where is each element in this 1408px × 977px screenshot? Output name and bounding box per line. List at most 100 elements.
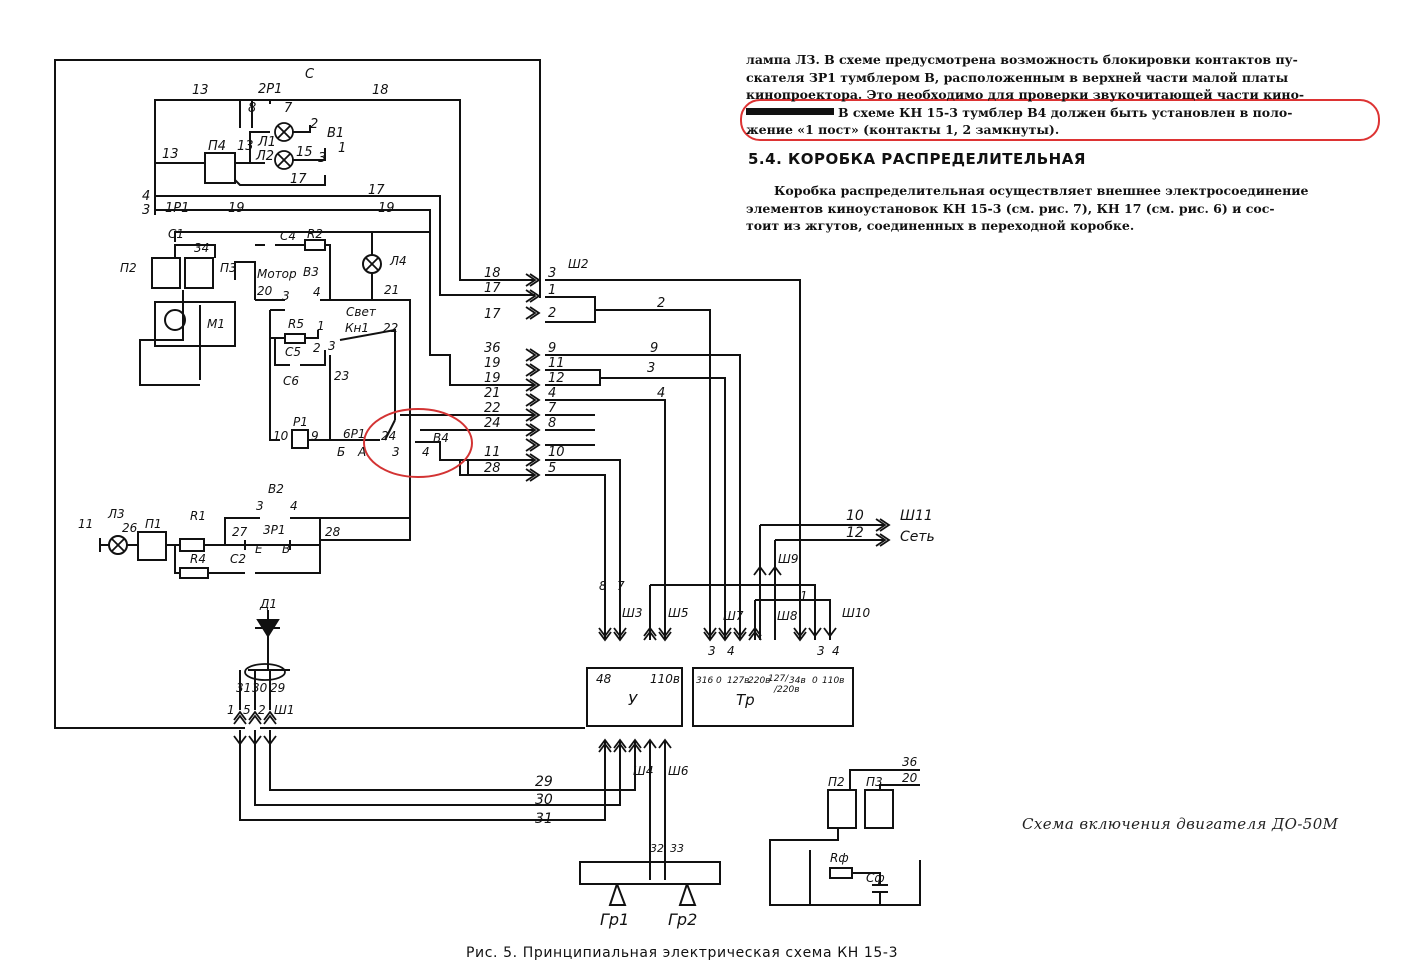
bottom-33: 33 [670,842,684,855]
tr-127: 127в [727,676,749,686]
label-d1: Д1 [259,597,277,611]
label-m1: М1 [207,317,225,331]
w2-left-3: 36 [484,341,501,356]
w2-left-2: 17 [484,307,501,322]
label-c5: С5 [285,345,301,359]
out-sh5: Ш5 [668,606,688,620]
figure-caption: Рис. 5. Принципиальная электрическая схе… [466,945,899,961]
para1-line-1: скателя ЗР1 тумблером В, расположенным в… [746,69,1289,85]
label-e: Е [255,542,263,556]
label-kn1-2: 2 [313,341,321,355]
label-7: 7 [284,101,293,116]
para2-line-2: тоит из жгутов, соединенных в переходной… [746,218,1135,233]
label-c: С [305,67,315,82]
w2-right-10: 5 [548,461,556,476]
label-svet: Свет [346,305,377,319]
out-1: 1 [800,589,808,603]
w2-left-1: 17 [484,281,501,296]
out-set: Сеть [900,529,935,545]
para1-line-0: лампа ЛЗ. В схеме предусмотрена возможно… [746,52,1298,67]
label-23: 23 [334,369,349,383]
motor-p2: П2 [828,775,845,789]
label-19b: 19 [378,201,395,216]
label-17b: 17 [368,183,385,198]
block-u-sh4: Ш4 [633,764,653,778]
motor-rf: Rф [830,851,849,865]
label-r1: R1 [190,509,206,523]
label-13a: 13 [162,147,179,162]
label-13b: 13 [237,139,254,154]
label-sh1-5: 5 [243,703,251,717]
section-heading: 5.4. КОРОБКА РАСПРЕДЕЛИТЕЛЬНАЯ [748,150,1086,168]
motor-cf: Сф [866,871,885,885]
trunk-9: 9 [650,341,658,356]
speaker-gr1: Гр1 [600,910,629,929]
out-12: 12 [846,525,864,541]
motor-20: 20 [902,771,918,785]
out-sh3: Ш3 [622,606,642,620]
trunk-2: 2 [657,296,665,311]
label-8: 8 [248,101,256,116]
label-1p1: 1Р1 [165,201,189,216]
motor-diagram-caption: Схема включения двигателя ДО-50М [1022,815,1339,833]
label-b1-1: 1 [338,141,346,156]
para1-line-2: кинопроектора. Это необходимо для провер… [746,87,1305,102]
motor-p3: П3 [866,775,883,789]
w2-right-0: 3 [548,266,556,281]
w2-right-2: 2 [548,306,556,321]
label-b3-4: 4 [313,285,321,299]
label-l1: Л1 [257,135,276,150]
label-b2-4: 4 [290,499,298,513]
out-7: 7 [617,579,625,593]
label-b: Б [337,445,345,459]
tr-316: 316 [696,676,713,686]
label-b4-4: 4 [422,445,430,459]
bottom-32: 32 [650,842,664,855]
label-c6: С6 [283,374,299,388]
tr-0b: 0 [812,676,818,686]
tr-3a: 3 [708,644,716,658]
highlight-ellipse-b4 [363,408,473,478]
label-b1: В1 [327,126,344,141]
label-kn1-3: 3 [328,339,336,353]
label-top-18: 18 [372,83,389,98]
label-w2: Ш2 [568,257,588,271]
label-15: 15 [296,145,313,160]
label-b2: В2 [268,482,284,496]
label-4: 4 [142,189,150,204]
out-sh10: Ш10 [842,606,870,620]
speaker-gr2: Гр2 [668,910,697,929]
w2-right-7: 7 [548,401,557,416]
bottom-30: 30 [535,792,553,808]
label-p4: П4 [208,139,226,154]
label-a: А [357,445,366,459]
out-10: 10 [846,508,864,524]
label-b2-3: 3 [256,499,264,513]
label-b3-3: 3 [282,289,290,303]
out-sh11: Ш11 [900,508,933,524]
label-17a: 17 [290,172,307,187]
label-11: 11 [78,517,93,531]
label-c4: С4 [280,229,296,243]
para2-line-0: Коробка распределительная осуществляет в… [774,183,1309,198]
bottom-29: 29 [535,774,553,790]
label-3: 3 [142,203,150,218]
w2-left-5: 19 [484,371,501,386]
out-sh9: Ш9 [778,552,798,566]
w2-right-4: 11 [548,356,565,371]
para2-line-1: элементов киноустановок КН 15-3 (см. рис… [746,200,1275,216]
label-p1-relay: Р1 [293,415,308,429]
tr-110: 110в [822,676,844,686]
w2-left-8: 24 [484,416,501,431]
w2-left-7: 22 [484,401,501,416]
label-p2: П2 [120,261,137,275]
label-sh1: Ш1 [274,703,294,717]
tr-4b: 4 [832,644,840,658]
label-c1: С1 [168,227,184,241]
paragraph-box: Коробка распределительная осуществляет в… [746,182,1366,235]
label-b3: В3 [303,265,319,279]
trunk-4: 4 [657,386,665,401]
label-9: 9 [311,429,319,443]
w2-right-8: 8 [548,416,556,431]
